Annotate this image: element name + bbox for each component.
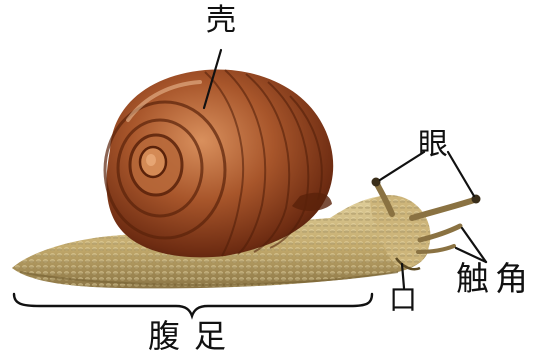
label-shell: 壳	[206, 6, 236, 36]
label-eye: 眼	[418, 130, 448, 160]
foot-brace	[14, 294, 372, 316]
eye-left	[372, 178, 381, 187]
label-mouth: 口	[389, 286, 417, 314]
label-foot: 腹足	[148, 320, 240, 352]
leader-eye-right	[448, 152, 474, 196]
label-tentacle: 触角	[456, 262, 534, 295]
